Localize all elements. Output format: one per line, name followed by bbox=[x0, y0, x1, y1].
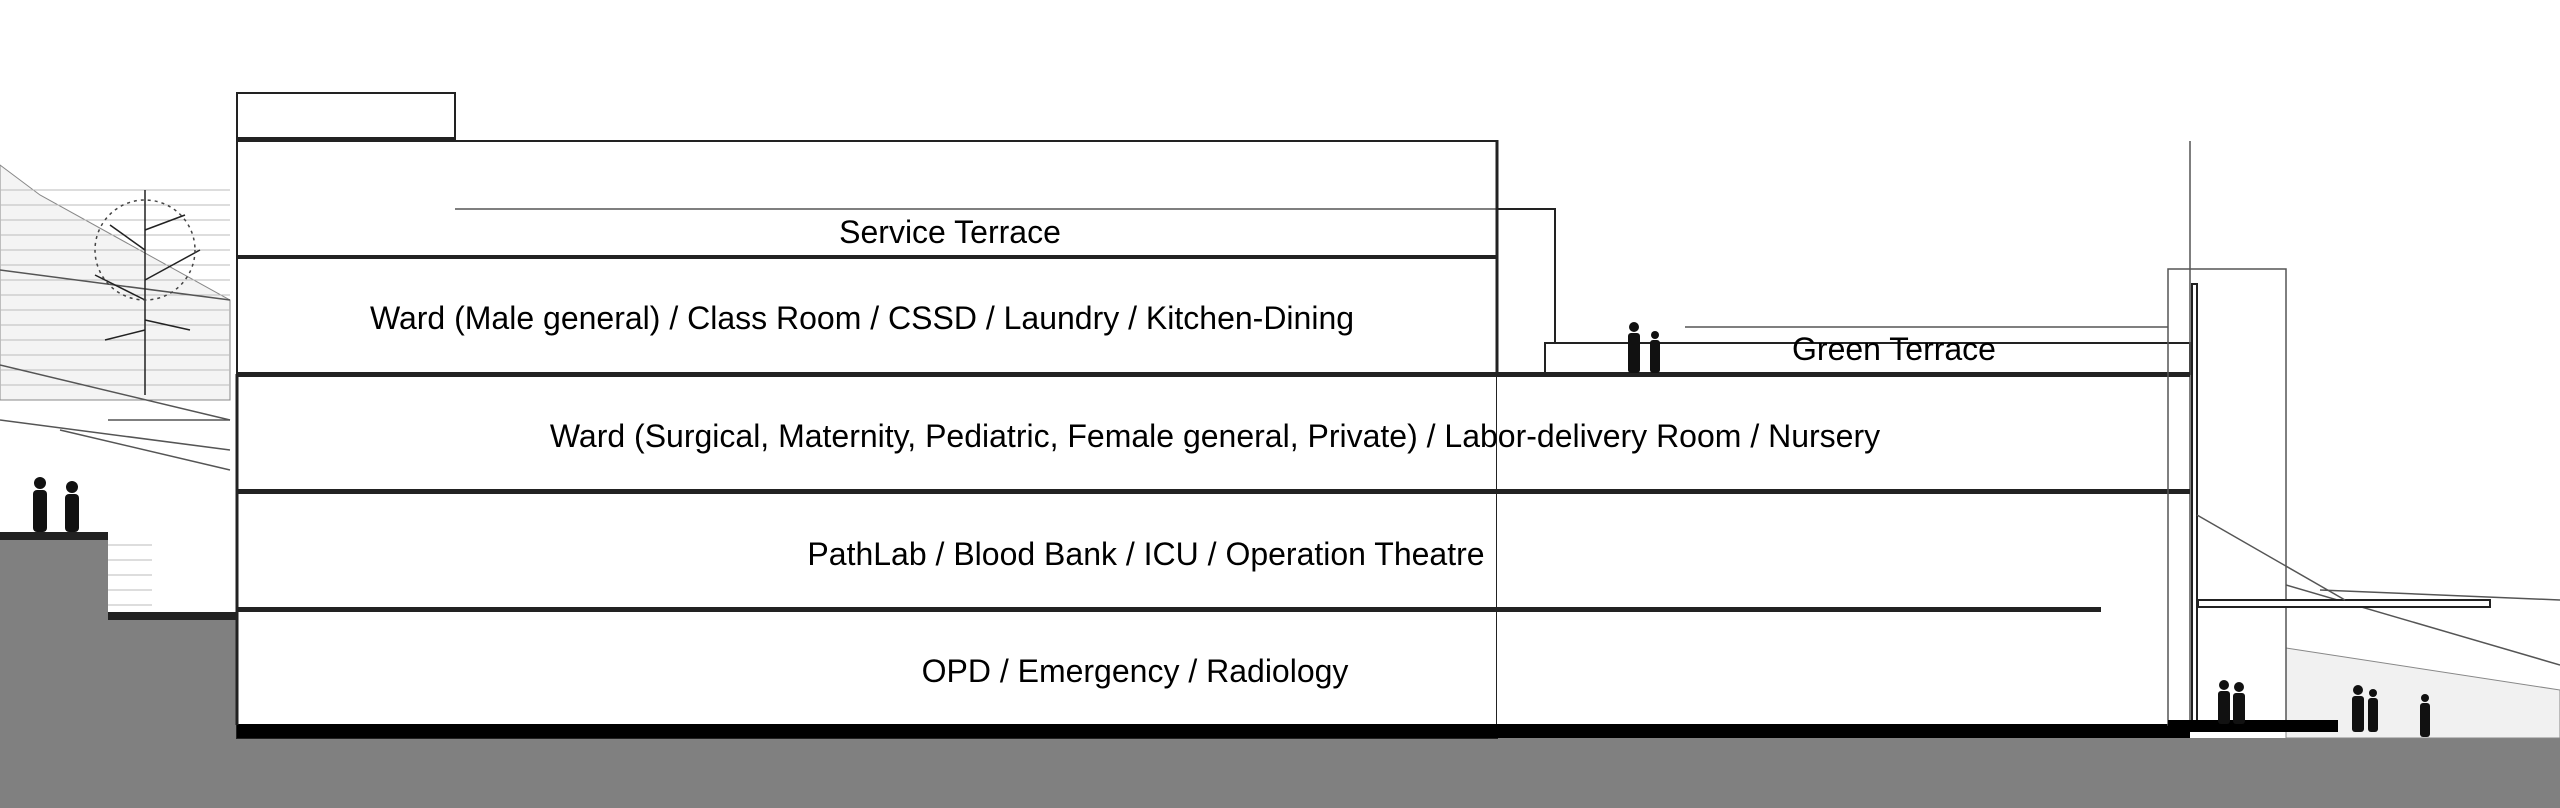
label-green-terrace: Green Terrace bbox=[1792, 331, 1996, 367]
person-icon bbox=[2233, 682, 2245, 724]
tree-icon bbox=[94, 190, 201, 395]
building bbox=[235, 92, 2491, 739]
ground bbox=[0, 419, 2560, 808]
person-icon bbox=[2352, 685, 2364, 732]
label-floor-1: PathLab / Blood Bank / ICU / Operation T… bbox=[807, 536, 1484, 572]
left-landscape bbox=[0, 164, 231, 471]
person-icon bbox=[65, 481, 79, 532]
person-icon bbox=[33, 477, 47, 532]
label-floor-2: Ward (Surgical, Maternity, Pediatric, Fe… bbox=[550, 418, 1880, 454]
label-floor-0: OPD / Emergency / Radiology bbox=[922, 653, 1349, 689]
person-icon bbox=[2420, 694, 2430, 737]
person-icon bbox=[1628, 322, 1640, 373]
label-floor-3: Ward (Male general) / Class Room / CSSD … bbox=[370, 300, 1354, 336]
person-icon bbox=[2218, 680, 2230, 724]
people-silhouettes bbox=[33, 322, 2430, 737]
person-icon bbox=[1650, 331, 1660, 373]
person-icon bbox=[2368, 689, 2378, 732]
label-service-terrace: Service Terrace bbox=[839, 214, 1061, 250]
